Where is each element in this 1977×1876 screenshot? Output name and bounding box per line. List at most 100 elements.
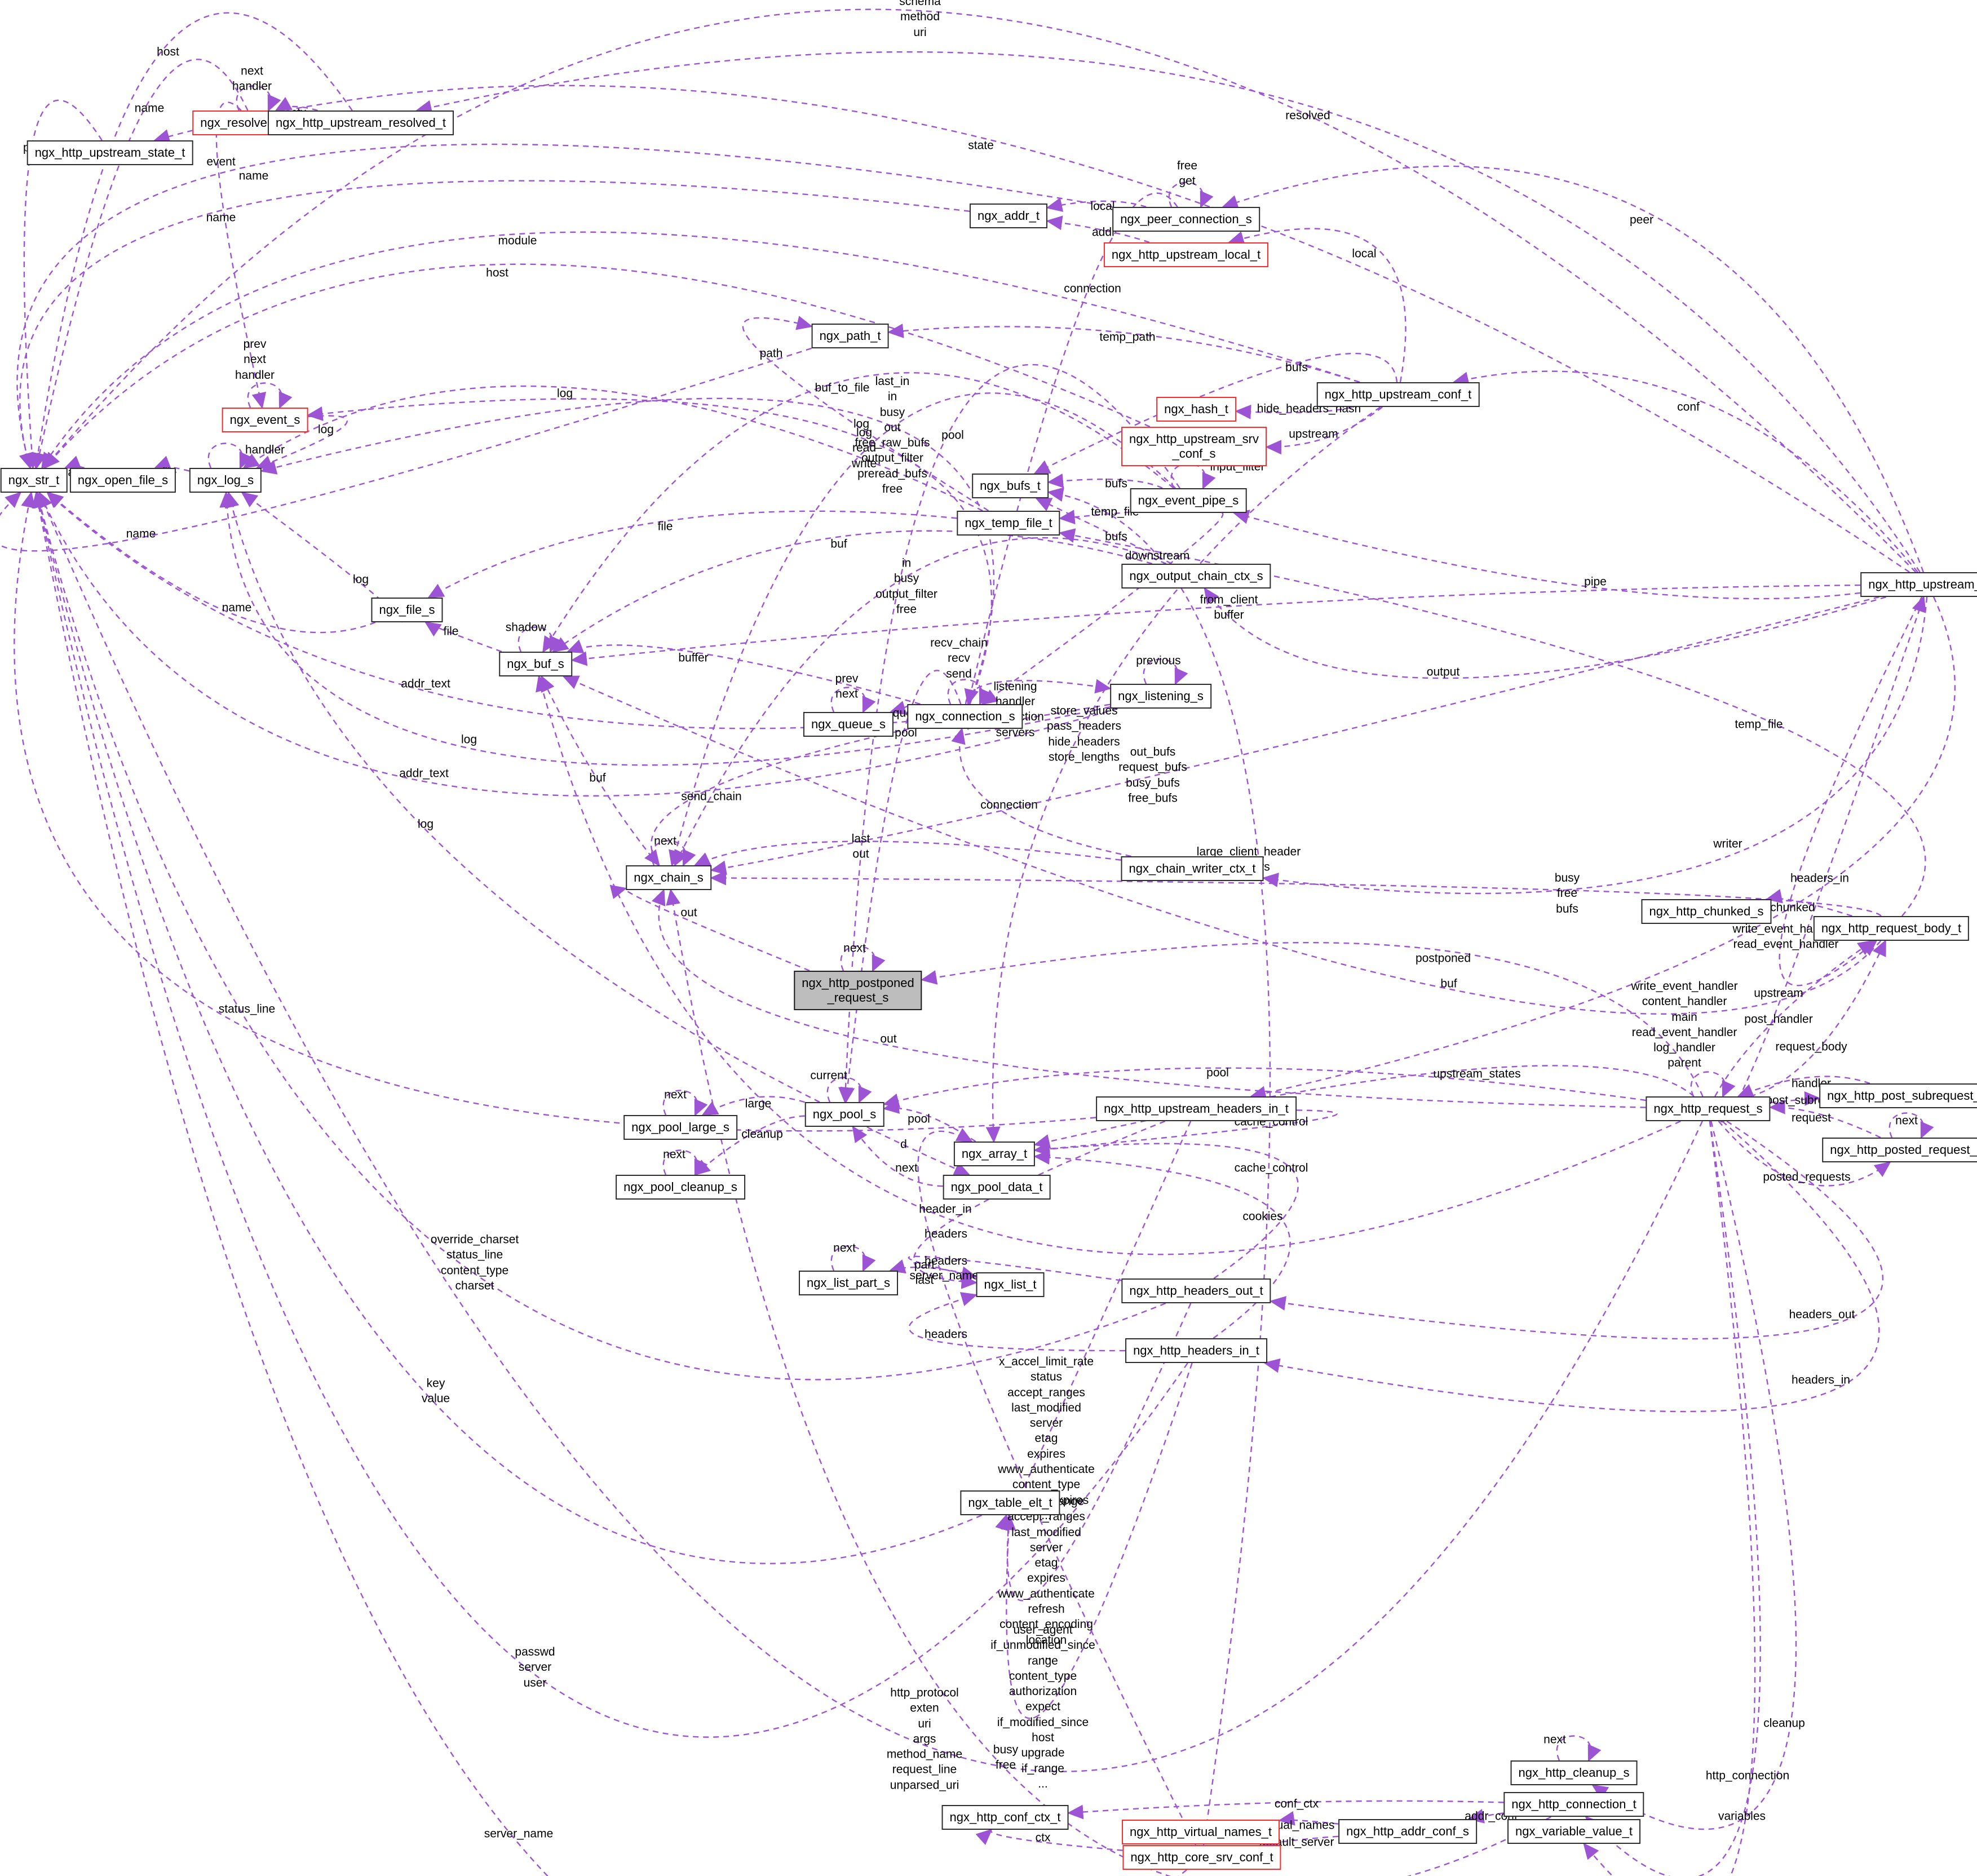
node-ngx_output_chain_ctx_s[interactable]: ngx_output_chain_ctx_s (1121, 564, 1271, 589)
node-ngx_path_t[interactable]: ngx_path_t (811, 324, 889, 348)
node-ngx_hash_t[interactable]: ngx_hash_t (1156, 397, 1236, 422)
edge-ngx_http_request_s-to-ngx_str_t (38, 491, 1703, 1772)
node-ngx_listening_s[interactable]: ngx_listening_s (1110, 684, 1211, 709)
node-ngx_http_conf_ctx_t[interactable]: ngx_http_conf_ctx_t (941, 1805, 1069, 1830)
edge-ngx_http_request_s-to-ngx_variable_value_t (1583, 1121, 1756, 1876)
node-ngx_http_request_body_t[interactable]: ngx_http_request_body_t (1813, 916, 1970, 941)
edge-ngx_http_request_s-to-ngx_http_request_s (1690, 1071, 1736, 1098)
node-ngx_table_elt_t[interactable]: ngx_table_elt_t (960, 1490, 1060, 1515)
edge-ngx_http_headers_out_t-to-ngx_array_t (1033, 1141, 1299, 1279)
node-ngx_addr_t[interactable]: ngx_addr_t (969, 203, 1048, 228)
node-ngx_http_upstream_headers_in_t[interactable]: ngx_http_upstream_headers_in_t (1096, 1096, 1297, 1121)
node-ngx_open_file_s[interactable]: ngx_open_file_s (69, 468, 176, 493)
node-ngx_event_pipe_s[interactable]: ngx_event_pipe_s (1130, 488, 1247, 513)
node-ngx_bufs_t[interactable]: ngx_bufs_t (972, 474, 1049, 498)
node-ngx_file_s[interactable]: ngx_file_s (371, 598, 443, 622)
edge-ngx_http_core_srv_conf_t-to-ngx_http_conf_ctx_t (975, 1829, 1123, 1851)
edge-ngx_pool_data_t-to-ngx_pool_s (852, 1125, 943, 1187)
edge-ngx_http_cleanup_s-to-ngx_http_cleanup_s (1556, 1735, 1602, 1762)
edge-ngx_pool_s-to-ngx_pool_large_s (701, 1096, 805, 1116)
node-ngx_http_connection_t[interactable]: ngx_http_connection_t (1503, 1792, 1644, 1817)
edge-ngx_open_file_s-to-ngx_str_t (64, 455, 85, 470)
edge-ngx_http_addr_conf_s-to-ngx_http_core_srv_conf_t (1262, 1835, 1339, 1850)
node-ngx_log_s[interactable]: ngx_log_s (189, 468, 262, 493)
node-ngx_temp_file_t[interactable]: ngx_temp_file_t (957, 511, 1060, 536)
edge-ngx_http_headers_in_t-to-ngx_str_t (32, 491, 1188, 1738)
node-ngx_list_part_s[interactable]: ngx_list_part_s (799, 1271, 898, 1295)
node-ngx_http_chunked_s[interactable]: ngx_http_chunked_s (1641, 899, 1772, 924)
node-ngx_list_t[interactable]: ngx_list_t (976, 1272, 1045, 1297)
node-ngx_http_virtual_names_t[interactable]: ngx_http_virtual_names_t (1122, 1820, 1280, 1844)
edge-ngx_http_upstream_s-to-ngx_http_upstream_state_t (153, 85, 1910, 573)
edge-ngx_http_connection_t-to-ngx_http_conf_ctx_t (1067, 1800, 1504, 1820)
edge-ngx_http_upstream_conf_t-to-ngx_path_t (887, 323, 1360, 383)
node-ngx_chain_s[interactable]: ngx_chain_s (626, 865, 711, 890)
node-ngx_buf_s[interactable]: ngx_buf_s (499, 652, 572, 676)
node-ngx_connection_s[interactable]: ngx_connection_s (907, 704, 1023, 729)
edge-ngx_pool_s-to-ngx_pool_data_t (866, 1126, 971, 1176)
edge-ngx_http_request_s-to-ngx_http_request_body_t (1714, 940, 1874, 1097)
edge-ngx_http_request_body_t-to-ngx_http_chunked_s (1766, 889, 1853, 917)
edge-ngx_addr_t-to-ngx_str_t (19, 180, 970, 470)
edge-ngx_log_s-to-ngx_log_s (207, 443, 253, 470)
edge-ngx_http_upstream_s-to-ngx_str_t (43, 8, 1917, 573)
node-ngx_http_upstream_srv_conf_s[interactable]: ngx_http_upstream_srv _conf_s (1121, 427, 1267, 466)
node-ngx_http_headers_out_t[interactable]: ngx_http_headers_out_t (1121, 1278, 1271, 1303)
node-ngx_http_post_subrequest_t[interactable]: ngx_http_post_subrequest_t (1819, 1083, 1977, 1108)
node-ngx_variable_value_t[interactable]: ngx_variable_value_t (1507, 1819, 1640, 1844)
edge-ngx_chain_s-to-ngx_chain_s (651, 840, 696, 867)
edge-ngx_http_headers_in_t-to-ngx_array_t (1033, 1150, 1291, 1339)
node-ngx_http_upstream_conf_t[interactable]: ngx_http_upstream_conf_t (1316, 382, 1480, 407)
edge-ngx_http_upstream_s-to-ngx_chain_writer_ctx_t (1262, 596, 1928, 895)
node-ngx_pool_large_s[interactable]: ngx_pool_large_s (623, 1115, 737, 1140)
node-ngx_http_posted_request_s[interactable]: ngx_http_posted_request_s (1822, 1138, 1977, 1162)
node-ngx_http_upstream_local_t[interactable]: ngx_http_upstream_local_t (1103, 242, 1269, 267)
edge-ngx_http_addr_conf_s-to-ngx_http_virtual_names_t (1278, 1811, 1339, 1826)
edge-ngx_event_pipe_s-to-ngx_buf_s (542, 372, 1174, 653)
node-ngx_http_addr_conf_s[interactable]: ngx_http_addr_conf_s (1338, 1819, 1477, 1844)
edge-ngx_http_request_s-to-ngx_chain_s (652, 888, 1646, 1108)
node-ngx_pool_s[interactable]: ngx_pool_s (804, 1102, 884, 1127)
edge-ngx_http_upstream_headers_in_t-to-ngx_array_t (1033, 1109, 1338, 1156)
edge-ngx_listening_s-to-ngx_connection_s (958, 704, 1111, 731)
edge-ngx_http_core_srv_conf_t-to-ngx_array_t (917, 1128, 1197, 1846)
edge-ngx_http_request_s-to-ngx_http_posted_request_s (1718, 1121, 1891, 1187)
node-ngx_queue_s[interactable]: ngx_queue_s (803, 712, 894, 737)
edge-ngx_http_connection_t-to-ngx_chain_s (666, 888, 1551, 1876)
edge-ngx_http_upstream_conf_t-to-ngx_hash_t (1235, 404, 1352, 419)
node-ngx_http_upstream_state_t[interactable]: ngx_http_upstream_state_t (26, 140, 193, 165)
node-ngx_http_request_s[interactable]: ngx_http_request_s (1646, 1096, 1771, 1121)
edge-ngx_buf_s-to-ngx_file_s (424, 621, 502, 653)
edge-ngx_http_upstream_conf_t-to-ngx_array_t (985, 406, 1381, 1143)
node-ngx_http_cleanup_s[interactable]: ngx_http_cleanup_s (1510, 1760, 1638, 1785)
edge-ngx_http_request_s-to-ngx_http_connection_t (1585, 1121, 1761, 1876)
edge-ngx_http_posted_request_s-to-ngx_http_request_s (1768, 1099, 1881, 1139)
node-ngx_pool_cleanup_s[interactable]: ngx_pool_cleanup_s (616, 1175, 745, 1200)
node-ngx_chain_writer_ctx_t[interactable]: ngx_chain_writer_ctx_t (1121, 856, 1264, 881)
edge-ngx_http_upstream_s-to-ngx_event_pipe_s (1232, 510, 1861, 600)
node-ngx_str_t[interactable]: ngx_str_t (0, 468, 68, 493)
edge-ngx_table_elt_t-to-ngx_str_t (33, 491, 983, 1564)
node-ngx_http_upstream_resolved_t[interactable]: ngx_http_upstream_resolved_t (267, 110, 454, 135)
edge-ngx_path_t-to-ngx_str_t (0, 347, 812, 552)
node-ngx_http_upstream_s[interactable]: ngx_http_upstream_s (1860, 572, 1977, 597)
edge-ngx_http_postponed_request_s-to-ngx_chain_s (609, 884, 810, 972)
edge-ngx_connection_s-to-ngx_chain_s (644, 728, 909, 867)
edge-ngx_list_part_s-to-ngx_list_part_s (830, 1245, 876, 1272)
edge-ngx_http_headers_out_t-to-ngx_table_elt_t (1001, 1303, 1192, 1601)
edge-ngx_buf_s-to-ngx_buf_s (518, 626, 563, 653)
node-ngx_http_headers_in_t[interactable]: ngx_http_headers_in_t (1125, 1338, 1267, 1363)
node-ngx_array_t[interactable]: ngx_array_t (953, 1141, 1036, 1166)
edge-ngx_log_s-to-ngx_open_file_s (153, 455, 190, 472)
node-ngx_http_core_srv_conf_t[interactable]: ngx_http_core_srv_conf_t (1122, 1845, 1281, 1870)
edge-ngx_http_postponed_request_s-to-ngx_http_postponed_request_s (840, 945, 886, 972)
node-ngx_pool_data_t[interactable]: ngx_pool_data_t (943, 1175, 1051, 1200)
node-ngx_event_s[interactable]: ngx_event_s (222, 408, 308, 432)
node-ngx_peer_connection_s[interactable]: ngx_peer_connection_s (1112, 207, 1260, 232)
edge-ngx_output_chain_ctx_s-to-ngx_chain_s (674, 537, 1167, 867)
edge-ngx_http_upstream_s-to-ngx_buf_s (570, 584, 1861, 666)
edge-ngx_pool_s-to-ngx_log_s (224, 491, 820, 1103)
node-ngx_http_postponed_request_s[interactable]: ngx_http_postponed _request_s (794, 971, 922, 1010)
